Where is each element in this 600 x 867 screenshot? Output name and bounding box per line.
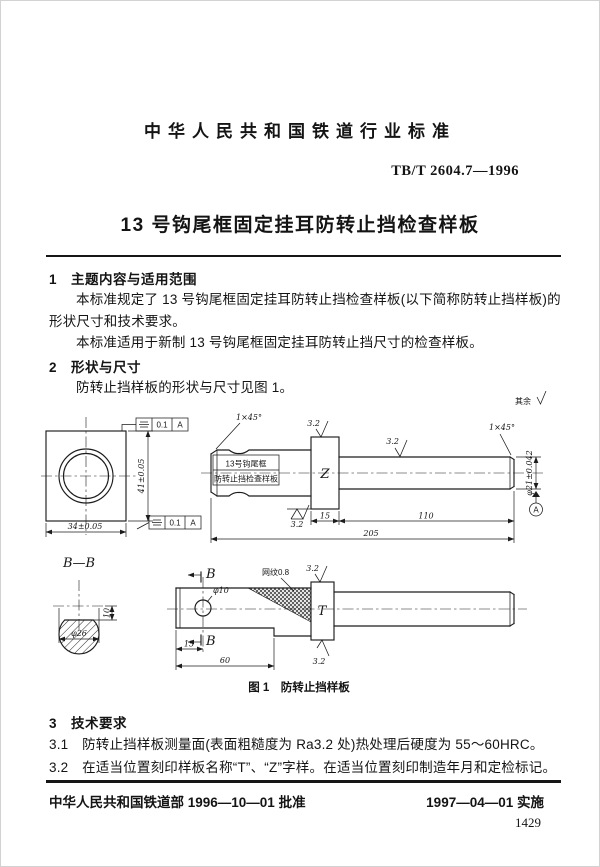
frame-box	[135, 417, 189, 432]
svg-text:3.2: 3.2	[313, 657, 326, 666]
footer-approval: 中华人民共和国铁道部 1996—10—01 批准	[49, 795, 306, 810]
t-block-outline	[310, 581, 335, 641]
roughness-icon	[314, 565, 328, 583]
end-diameter-dim: φ21±0.042	[516, 450, 541, 496]
dim-text-width: 34±0.05	[68, 522, 103, 531]
knurl-label: 网纹0.8	[262, 567, 290, 577]
symmetry-icon	[139, 421, 149, 428]
section-view-bb: B—B φ26 10	[53, 556, 117, 655]
section1-paragraph1: 本标准规定了 13 号钩尾框固定挂耳防转止挡检查样板(以下简称防转止挡样板)的形…	[49, 292, 561, 329]
shaft-body	[338, 456, 515, 490]
leader-line	[206, 595, 213, 603]
dim-text-60: 60	[220, 656, 230, 665]
plate-hole-inner	[62, 452, 110, 500]
leader-line	[499, 433, 512, 456]
roughness-mark-t-bottom: 3.2	[313, 639, 330, 666]
svg-text:3.2: 3.2	[306, 564, 319, 573]
knurl-area	[247, 587, 312, 623]
dim-text-height: 41±0.05	[137, 459, 146, 495]
footer-implementation: 1997—04—01 实施	[426, 795, 544, 810]
roughness-mark-z-bottom: 3.2	[287, 504, 311, 529]
document-title: 13 号钩尾框固定挂耳防转止挡检查样板	[120, 215, 480, 236]
name-plate-box: 13号钩尾框 防转止挡检查样板	[212, 454, 280, 486]
figure-1-drawing: 其余 41±0.05 34±0.05	[41, 391, 547, 694]
section3-item1: 3.1 防转止挡样板测量面(表面粗糙度为 Ra3.2 处)热处理后硬度为 55～…	[49, 737, 544, 752]
plan-view-dimensions: 15 60	[175, 630, 275, 670]
tolerance-value: 0.1	[156, 421, 168, 430]
tolerance-datum: A	[190, 519, 196, 528]
section2-heading: 2 形状与尺寸	[49, 360, 142, 375]
footer-divider	[46, 780, 561, 783]
side-view-dimensions: 15 110 205	[210, 491, 515, 543]
section1-paragraph2: 本标准适用于新制 13 号钩尾框固定挂耳防转止挡尺寸的检查样板。	[76, 335, 483, 350]
frame-box	[148, 515, 202, 530]
z-block-letter: Z	[319, 467, 330, 482]
roughness-icon	[536, 391, 547, 405]
section-cut-marks: B B	[187, 567, 216, 649]
tolerance-frame-top: 0.1 A	[121, 417, 189, 432]
page-number: 1429	[515, 815, 541, 830]
leader-line	[215, 422, 241, 450]
dim-text-15: 15	[184, 640, 194, 649]
name-plate-line1: 13号钩尾框	[226, 459, 267, 469]
figure-caption: 图 1 防转止挡样板	[248, 680, 350, 694]
datum-a-symbol: A	[529, 491, 543, 517]
datum-letter: A	[533, 506, 539, 515]
roughness-mark-z-top: 3.2	[307, 419, 329, 438]
plate-hole-outer	[58, 448, 114, 504]
z-block-outline	[310, 436, 340, 510]
t-block-letter: T	[318, 604, 328, 619]
leader-line	[136, 522, 150, 530]
tolerance-value: 0.1	[169, 519, 181, 528]
dim-text-10: 10	[103, 608, 112, 618]
shaft-left-end	[210, 449, 312, 497]
section-title: B—B	[62, 556, 95, 571]
svg-text:3.2: 3.2	[291, 520, 304, 529]
chamfer-label-right: 1×45°	[489, 423, 515, 432]
hole-dia-label: φ10	[213, 586, 229, 595]
symmetry-icon	[152, 519, 162, 526]
roughness-icon	[394, 439, 408, 458]
svg-text:3.2: 3.2	[386, 437, 399, 446]
section-mark-bottom: B	[205, 634, 216, 649]
plan-view-bottom: φ10 B B 网纹0.8 T	[167, 564, 527, 670]
dim-text-dia26: φ26	[71, 629, 87, 638]
section3-heading: 3 技术要求	[49, 716, 128, 731]
svg-text:3.2: 3.2	[307, 419, 320, 428]
dim-text-diameter: φ21±0.042	[525, 450, 534, 495]
leader-line	[121, 424, 136, 431]
dim-text-110: 110	[418, 512, 433, 521]
name-plate-line2: 防转止挡检查样板	[214, 474, 278, 484]
dim-text-205: 205	[362, 529, 378, 538]
chamfer-label-left: 1×45°	[236, 413, 262, 422]
section1-heading: 1 主题内容与适用范围	[49, 272, 198, 287]
side-view-top: 13号钩尾框 防转止挡检查样板 Z 1×45° 1×45° 3	[201, 413, 543, 543]
rest-note-text: 其余	[515, 396, 531, 406]
section2-paragraph1: 防转止挡样板的形状与尺寸见图 1。	[76, 380, 294, 395]
roughness-mark-t-top: 3.2	[306, 564, 328, 583]
rest-roughness-note: 其余	[515, 391, 547, 406]
roughness-mark-shaft-top: 3.2	[386, 437, 408, 458]
roughness-icon	[290, 508, 304, 520]
section3-item2: 3.2 在适当位置刻印样板名称“T”、“Z”字样。在适当位置刻印制造年月和定检标…	[49, 760, 557, 775]
leader-line	[280, 577, 295, 592]
header-divider	[46, 255, 561, 257]
roughness-icon	[315, 420, 329, 438]
dim-text-15: 15	[320, 512, 330, 521]
standard-number: TB/T 2604.7—1996	[391, 163, 519, 179]
plan-shaft-body	[333, 591, 515, 627]
section-mark-top: B	[205, 567, 216, 582]
front-view: 41±0.05 34±0.05 0.1 A	[41, 417, 202, 537]
tolerance-datum: A	[177, 421, 183, 430]
header-authority-line: 中华人民共和国铁道行业标准	[144, 122, 456, 141]
roughness-icon	[316, 639, 330, 657]
tolerance-frame-bottom: 0.1 A	[136, 515, 202, 530]
